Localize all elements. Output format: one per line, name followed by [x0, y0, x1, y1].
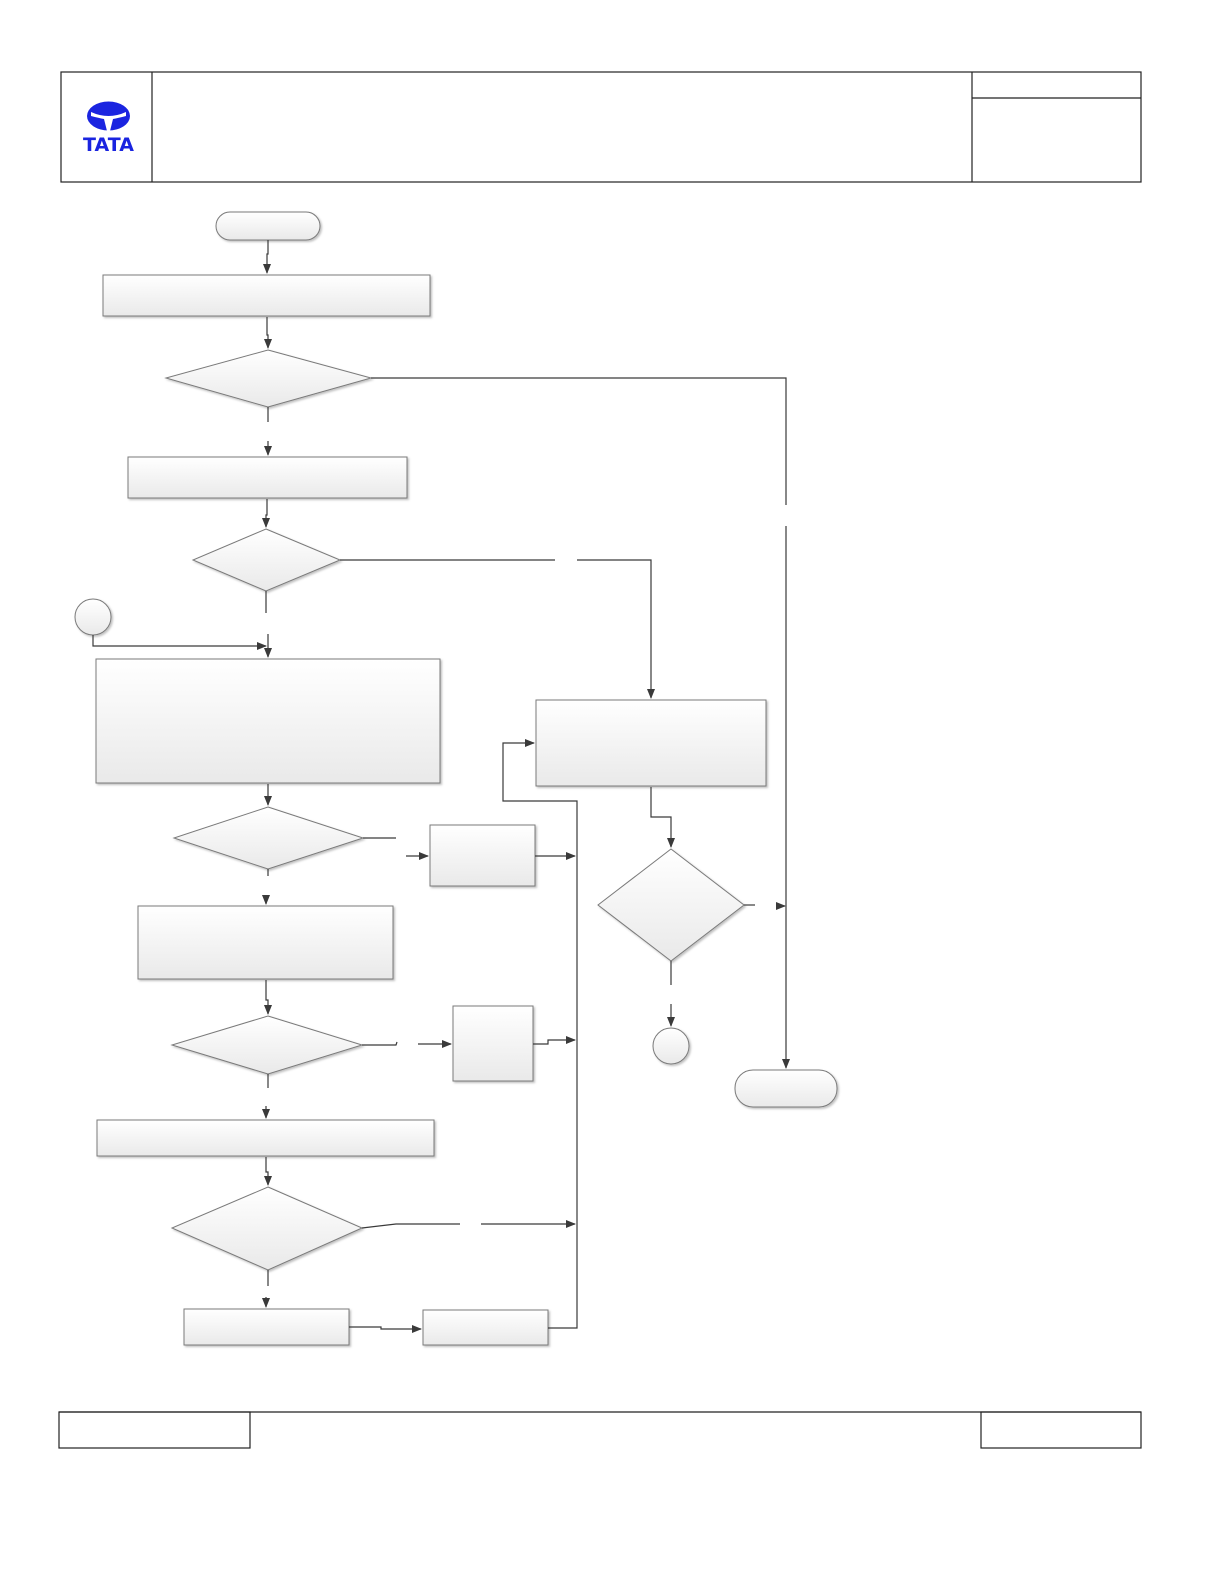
connector-box4-to-d4: [264, 980, 272, 1015]
process-box-1: [102, 274, 431, 317]
process-box-right: [535, 699, 767, 787]
footer-right-cell: [980, 1411, 1142, 1449]
process-box-3: [95, 658, 441, 784]
process-box-side-2: [452, 1005, 534, 1082]
connector-right-box-to-d6: [650, 787, 675, 848]
process-box-4: [137, 905, 394, 980]
connector-box2-to-d2: [262, 499, 270, 528]
decision-diamond-4: [170, 1015, 364, 1075]
connector-circle-in: [74, 598, 112, 636]
connector-d4-right-a: [362, 1041, 398, 1046]
end-terminator: [734, 1069, 838, 1108]
connector-circle-to-box3: [92, 635, 267, 650]
connector-bus-to-right-box: [502, 739, 578, 1329]
decision-diamond-3: [172, 806, 365, 870]
process-box-6: [183, 1308, 350, 1346]
start-terminator: [215, 211, 321, 241]
tata-logo-wordmark: TATA: [83, 134, 134, 156]
connector-start-to-box1: [263, 240, 271, 274]
footer-left-cell: [58, 1411, 251, 1449]
process-box-7: [422, 1309, 549, 1346]
tata-logo-t-mark: [91, 112, 126, 131]
connector-d2-right-b: [577, 559, 655, 699]
process-box-2: [127, 456, 408, 499]
decision-diamond-right: [597, 848, 745, 962]
decision-diamond-5: [170, 1186, 364, 1271]
process-box-side-1: [429, 824, 536, 887]
connector-side2-to-bus: [533, 1036, 576, 1045]
document-footer: [58, 1411, 1142, 1449]
flowchart: [74, 211, 838, 1346]
connector-d1-right-a: [371, 377, 787, 505]
connector-d5-right-a: [361, 1223, 460, 1229]
decision-diamond-1: [164, 349, 373, 408]
connector-box1-to-d1: [264, 317, 272, 349]
document-header: TATA: [60, 71, 1142, 183]
decision-diamond-2: [191, 528, 342, 592]
process-box-5: [96, 1119, 435, 1157]
connector-box5-to-d5: [264, 1157, 272, 1186]
tata-logo: TATA: [83, 101, 134, 156]
header-frame: [60, 71, 1142, 183]
connectors: [92, 240, 790, 1333]
connector-box6-to-box7: [349, 1325, 422, 1333]
connector-circle-out: [652, 1027, 690, 1065]
